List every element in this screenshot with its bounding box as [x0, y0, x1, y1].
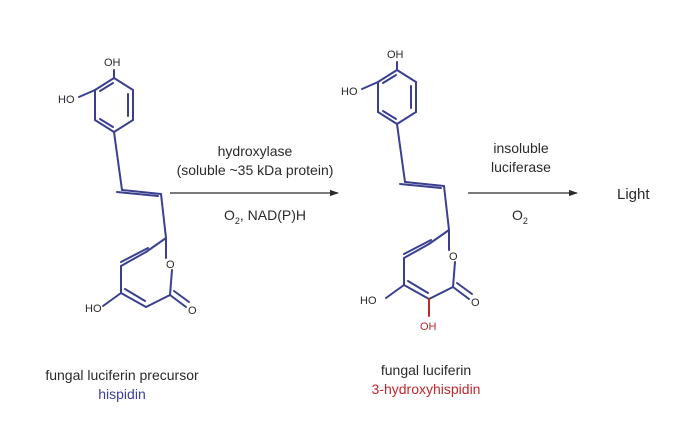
atom-ring-o: O — [166, 259, 175, 271]
atom-carbonyl-o: O — [471, 297, 480, 309]
precursor-name: fungal luciferin precursor — [45, 367, 199, 383]
hispidin-structure: OH HO O O HO — [58, 57, 197, 317]
step2-enzyme-line1: insoluble — [493, 140, 548, 156]
atom-carbonyl-o: O — [188, 305, 197, 317]
pyrone-ring — [120, 237, 190, 308]
atom-ho-bottom: HO — [360, 295, 377, 307]
vinyl-linker — [113, 131, 167, 239]
hydroxyhispidin-structure: OH HO O O HO OH — [341, 49, 480, 333]
precursor-subname: hispidin — [98, 386, 145, 402]
vinyl-linker — [396, 123, 450, 231]
step1-cofactors: O2, NAD(P)H — [224, 207, 306, 226]
atom-oh-new: OH — [420, 321, 437, 333]
oh-bond-bottom — [385, 284, 405, 299]
catechol-ring — [94, 77, 134, 133]
catechol-ring — [377, 69, 417, 125]
luciferin-subname: 3-hydroxyhispidin — [372, 381, 481, 397]
atom-oh-top: OH — [387, 49, 404, 61]
oh-bond-bottom — [102, 292, 122, 307]
oh-bond-left — [361, 81, 379, 90]
pyrone-ring — [403, 229, 473, 300]
atom-ring-o: O — [449, 251, 458, 263]
atom-oh-top: OH — [104, 57, 121, 69]
step1-enzyme-detail: (soluble ~35 kDa protein) — [177, 162, 334, 178]
atom-ho-left: HO — [58, 94, 75, 106]
luciferin-name: fungal luciferin — [381, 362, 471, 378]
atom-ho-bottom: HO — [85, 303, 102, 315]
step2-enzyme-line2: luciferase — [491, 159, 551, 175]
step1-enzyme: hydroxylase — [218, 143, 293, 159]
oh-bond-left — [78, 89, 96, 98]
product-light: Light — [617, 186, 650, 203]
atom-ho-left: HO — [341, 86, 358, 98]
step2-cofactor: O2 — [512, 207, 528, 226]
